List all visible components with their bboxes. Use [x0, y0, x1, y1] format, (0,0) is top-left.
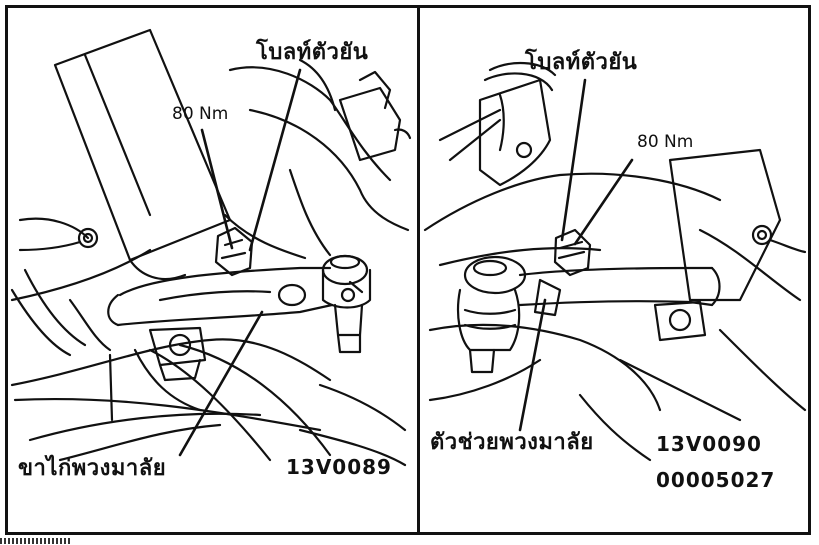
left-panel-drawing: [10, 28, 412, 467]
left-torque-label: 80 Nm: [172, 104, 229, 124]
panel-divider: [417, 5, 420, 535]
figure-frame: [5, 5, 811, 535]
left-arm-label: ขาไก่พวงมาลัย: [18, 456, 167, 481]
right-document-number: 00005027: [656, 468, 776, 492]
left-figure-code: 13V0089: [286, 455, 392, 479]
right-arm-label: ตัวช่วยพวงมาลัย: [430, 430, 594, 455]
right-panel-drawing: [423, 61, 807, 462]
right-figure-code: 13V0090: [656, 432, 762, 456]
left-bolt-label: โบลท์ตัวยัน: [256, 40, 369, 65]
right-torque-label: 80 Nm: [637, 132, 694, 152]
scan-artifact: [0, 538, 70, 544]
right-bolt-label: โบลท์ตัวยัน: [525, 50, 638, 75]
